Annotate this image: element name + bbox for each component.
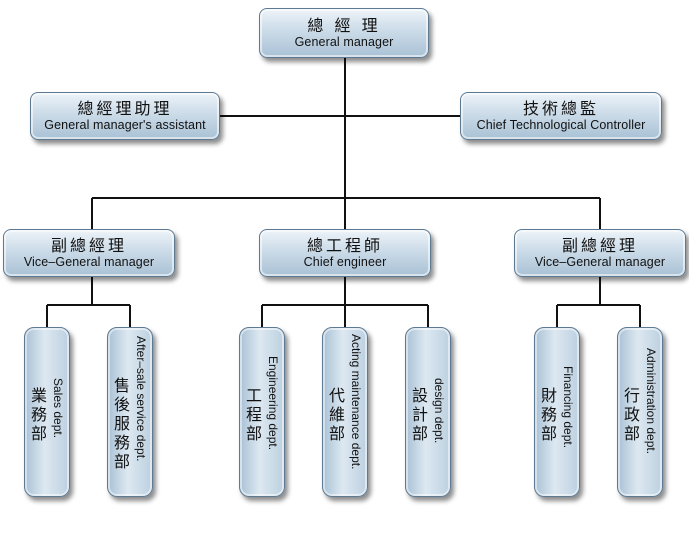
general-manager-zh: 總 經 理 — [307, 15, 381, 35]
engineering-dept-en: Engineering dept. — [266, 356, 280, 451]
administration-dept-en: Administration dept. — [644, 348, 658, 455]
engineering-dept-box: 工程部 Engineering dept. — [239, 327, 285, 497]
chief-engineer-box: 總工程師 Chief engineer — [259, 229, 431, 277]
chief-engineer-en: Chief engineer — [303, 255, 387, 269]
sales-dept-box: 業務部 Sales dept. — [24, 327, 70, 497]
after-sale-dept-box: 售後服務部 After–sale service dept. — [107, 327, 153, 497]
design-dept-zh: 設計部 — [412, 386, 429, 443]
design-dept-box: 設計部 design dept. — [405, 327, 451, 497]
vice-left-box: 副總經理 Vice–General manager — [3, 229, 175, 277]
after-sale-dept-zh: 售後服務部 — [114, 376, 131, 471]
vice-left-en: Vice–General manager — [23, 255, 155, 269]
assistant-en: General manager's assistant — [44, 118, 206, 132]
chief-engineer-zh: 總工程師 — [306, 235, 383, 255]
assistant-box: 總經理助理 General manager's assistant — [30, 92, 220, 140]
chief-tech-en: Chief Technological Controller — [476, 118, 646, 132]
assistant-zh: 總經理助理 — [77, 98, 173, 118]
after-sale-dept-en: After–sale service dept. — [134, 336, 148, 462]
chief-tech-zh: 技術總監 — [522, 98, 599, 118]
acting-maintenance-dept-box: 代維部 Acting maintenance dept. — [322, 327, 368, 497]
administration-dept-zh: 行政部 — [624, 386, 641, 443]
financing-dept-box: 財務部 Financing dept. — [534, 327, 580, 497]
financing-dept-en: Financing dept. — [561, 366, 575, 449]
sales-dept-zh: 業務部 — [31, 386, 48, 443]
sales-dept-en: Sales dept. — [51, 378, 65, 439]
financing-dept-zh: 財務部 — [541, 386, 558, 443]
general-manager-box: 總 經 理 General manager — [259, 8, 429, 58]
design-dept-en: design dept. — [432, 378, 446, 444]
engineering-dept-zh: 工程部 — [246, 386, 263, 443]
acting-maintenance-dept-en: Acting maintenance dept. — [349, 334, 363, 470]
connector-lines — [46, 57, 641, 328]
vice-left-zh: 副總經理 — [50, 235, 127, 255]
vice-right-box: 副總經理 Vice–General manager — [514, 229, 686, 277]
acting-maintenance-dept-zh: 代維部 — [329, 386, 346, 443]
vice-right-zh: 副總經理 — [561, 235, 638, 255]
general-manager-en: General manager — [294, 35, 394, 49]
vice-right-en: Vice–General manager — [534, 255, 666, 269]
administration-dept-box: 行政部 Administration dept. — [617, 327, 663, 497]
chief-tech-box: 技術總監 Chief Technological Controller — [460, 92, 662, 140]
